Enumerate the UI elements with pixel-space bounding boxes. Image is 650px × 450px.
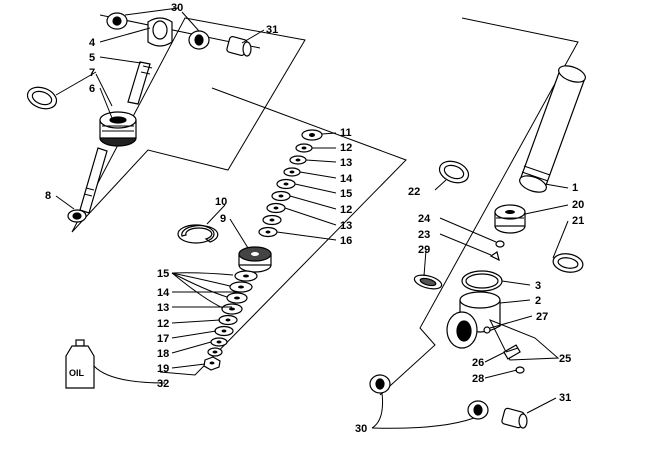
callout-12-b: 12 [340,204,352,216]
part-28-washer [515,366,525,374]
callout-20: 20 [572,199,584,211]
callout-13-a: 13 [340,157,352,169]
callout-11: 11 [340,127,352,139]
callout-13-b: 13 [340,220,352,232]
callout-6: 6 [89,83,95,95]
oil-bottle-label: OIL [69,368,85,378]
callout-22: 22 [408,186,420,198]
callout-5: 5 [89,52,95,64]
callout-30-bottom: 30 [355,423,367,435]
upper-shim-stack [258,129,323,238]
upper-eye-group [26,12,261,223]
callout-4: 4 [89,37,96,49]
callout-25: 25 [559,353,571,365]
part-20-bearing-cap [494,204,526,234]
part-1-shock-body [519,65,586,193]
callout-15-b: 15 [157,268,169,280]
callout-12-a: 12 [340,142,352,154]
callout-29: 29 [418,244,430,256]
part-6-piston [99,111,137,147]
oil-bottle-icon: OIL [65,339,95,389]
callout-21: 21 [572,215,584,227]
callout-10: 10 [215,196,227,208]
callout-8: 8 [45,190,51,202]
part-31-spacer-lower [501,407,528,429]
callout-9: 9 [220,213,226,225]
callout-15-a: 15 [340,188,352,200]
center-frame [159,87,407,376]
callout-23: 23 [418,229,430,241]
callout-27: 27 [536,311,548,323]
part-26-valve [503,344,521,360]
leader-lines [55,7,569,429]
callout-2: 2 [535,295,541,307]
callout-31-bottom: 31 [559,392,571,404]
part-10-piston-ring [181,224,219,243]
callout-14-a: 14 [340,173,353,185]
right-assembly [369,65,586,429]
callout-32: 32 [157,378,169,390]
part-27-fitting [483,326,491,334]
part-5-threaded-rod [127,61,151,105]
part-25-valve-frame [488,319,560,361]
callout-numbers: 30 31 4 5 7 6 8 11 12 13 14 15 12 13 16 … [45,2,584,435]
right-frame [379,17,579,396]
callout-28: 28 [472,373,484,385]
callout-16: 16 [340,235,352,247]
callout-31-top: 31 [266,24,278,36]
callout-14-b: 14 [157,287,170,299]
callout-17: 17 [157,333,169,345]
callout-26: 26 [472,357,484,369]
part-23-valve [489,251,500,262]
callout-19: 19 [157,363,169,375]
callout-3: 3 [535,280,541,292]
part-2-bottom-eye [446,291,501,349]
callout-1: 1 [572,182,578,194]
part-9-valve-piston [238,246,272,273]
callout-7: 7 [89,67,95,79]
callout-13-c: 13 [157,302,169,314]
part-rod-lower [79,147,108,214]
callout-18: 18 [157,348,169,360]
callout-30-top: 30 [171,2,183,14]
part-24-washer [495,240,505,248]
callout-24: 24 [418,213,431,225]
callout-12-c: 12 [157,318,169,330]
